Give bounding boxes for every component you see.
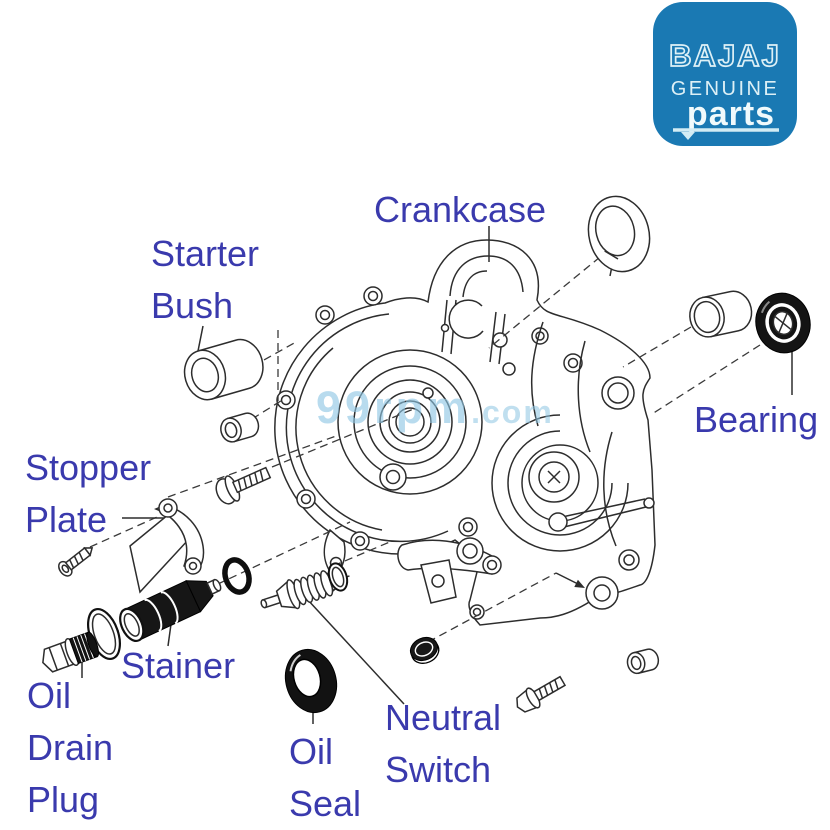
flange-bolt-part xyxy=(516,675,567,713)
spacer-bush-part xyxy=(626,648,660,675)
oil-strainer-part xyxy=(119,578,222,642)
oil-drain-plug-part xyxy=(42,631,99,673)
watermark-site: 99rpm xyxy=(316,382,472,433)
watermark: 99rpm.com xyxy=(316,382,554,434)
starter-bush-part xyxy=(183,338,264,401)
label-bearing: Bearing xyxy=(694,399,819,440)
ball-bearing-part xyxy=(755,292,811,354)
label-leader-lines xyxy=(81,226,793,724)
tapping-screw-part xyxy=(58,546,94,577)
needle-bearing-part xyxy=(689,290,753,338)
stopper-plate-part xyxy=(129,498,205,594)
bolt-lugs xyxy=(276,286,478,551)
bajaj-genuine-parts-logo: BAJAJ GENUINE parts xyxy=(653,2,797,146)
logo-brand-text: BAJAJ xyxy=(669,38,781,73)
watermark-suffix: .com xyxy=(471,394,554,430)
seal-washer-part xyxy=(587,195,651,273)
oil-seal-part xyxy=(284,648,338,714)
logo-background xyxy=(653,2,797,146)
o-ring-part xyxy=(222,557,252,595)
switch-washer-part xyxy=(327,562,349,592)
logo-genuine-text: GENUINE xyxy=(671,78,780,100)
dowel-bush-part xyxy=(220,412,260,443)
label-stainer: Stainer xyxy=(121,645,236,686)
rubber-cap-part xyxy=(409,636,440,664)
pan-head-screw-part xyxy=(215,466,272,505)
logo-arrow-icon xyxy=(681,132,695,140)
logo-parts-text: parts xyxy=(687,95,775,133)
label-crankcase: Crankcase xyxy=(374,189,547,230)
crankcase-drawing xyxy=(274,239,656,626)
